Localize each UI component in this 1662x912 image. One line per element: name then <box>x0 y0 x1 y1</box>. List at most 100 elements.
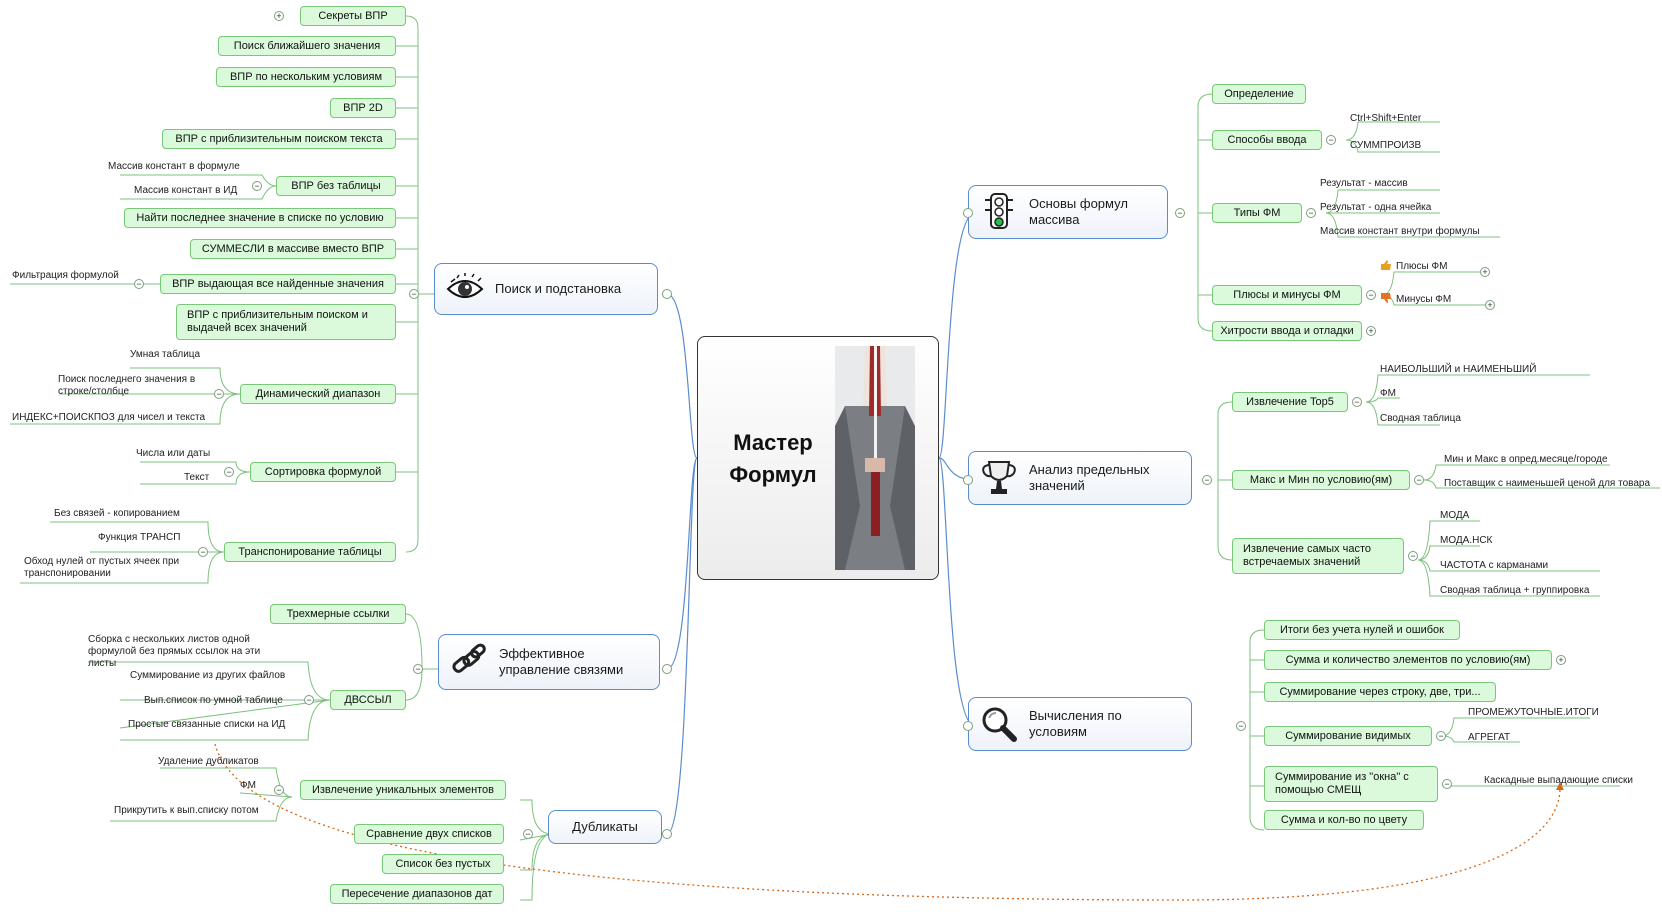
topic-approx-all[interactable]: ВПР с приблизительным поиском и выдачей … <box>176 304 396 340</box>
topic-transpose[interactable]: Транспонирование таблицы <box>224 542 396 562</box>
collapse-toggle[interactable]: − <box>1326 135 1336 145</box>
collapse-toggle[interactable]: − <box>1202 475 1212 485</box>
topic-last[interactable]: Найти последнее значение в списке по усл… <box>124 208 396 228</box>
collapse-toggle[interactable]: − <box>198 547 208 557</box>
leaf[interactable]: МОДА <box>1440 510 1470 521</box>
topic-approx[interactable]: ВПР с приблизительным поиском текста <box>162 129 396 149</box>
topic-visible[interactable]: Суммирование видимых <box>1264 726 1432 746</box>
leaf[interactable]: Мин и Макс в опред.месяце/городе <box>1444 454 1608 465</box>
leaf[interactable]: ФМ <box>1380 388 1396 399</box>
central-topic[interactable]: Мастер Формул <box>697 336 939 580</box>
leaf[interactable]: Функция ТРАНСП <box>98 532 181 543</box>
leaf[interactable]: Удаление дубликатов <box>158 756 259 767</box>
leaf[interactable]: Плюсы ФМ <box>1396 261 1448 272</box>
topic-pros[interactable]: Плюсы и минусы ФМ <box>1212 285 1362 305</box>
topic-window[interactable]: Суммирование из "окна" с помощью СМЕЩ <box>1264 766 1438 802</box>
leaf[interactable]: ФМ <box>240 780 256 791</box>
leaf[interactable]: Прикрутить к вып.списку потом <box>114 805 259 816</box>
topic-noblanks[interactable]: Список без пустых <box>382 854 504 874</box>
expand-toggle[interactable]: + <box>274 11 284 21</box>
leaf[interactable]: Числа или даты <box>136 448 211 459</box>
leaf[interactable]: Сводная таблица + группировка <box>1440 585 1590 596</box>
collapse-toggle[interactable]: − <box>1408 551 1418 561</box>
topic-vpr2d[interactable]: ВПР 2D <box>330 98 396 118</box>
leaf[interactable]: Массив констант внутри формулы <box>1320 226 1480 237</box>
collapse-toggle[interactable]: − <box>523 829 533 839</box>
leaf[interactable]: Поставщик с наименьшей ценой для товара <box>1444 478 1651 489</box>
topic-indirect[interactable]: ДВССЫЛ <box>330 690 406 710</box>
leaf[interactable]: Сборка с нескольких листов одной формуло… <box>88 634 261 669</box>
branch-calc[interactable]: Вычисления по условиям <box>968 697 1192 751</box>
collapse-toggle[interactable]: − <box>413 664 423 674</box>
leaf[interactable]: ПРОМЕЖУТОЧНЫЕ.ИТОГИ <box>1468 707 1599 718</box>
expand-toggle[interactable]: + <box>1480 267 1490 277</box>
collapse-toggle[interactable]: − <box>1414 475 1424 485</box>
topic-intersect[interactable]: Пересечение диапазонов дат <box>330 884 504 904</box>
topic-sort[interactable]: Сортировка формулой <box>250 462 396 482</box>
leaf[interactable]: Массив констант в ИД <box>134 185 238 196</box>
topic-all[interactable]: ВПР выдающая все найденные значения <box>160 274 396 294</box>
collapse-toggle[interactable]: − <box>1366 290 1376 300</box>
leaf[interactable]: ИНДЕКС+ПОИСКПОЗ для чисел и текста <box>12 412 206 423</box>
branch-basics[interactable]: Основы формул массива <box>968 185 1168 239</box>
leaf[interactable]: АГРЕГАТ <box>1468 732 1511 743</box>
topic-maxmin[interactable]: Макс и Мин по условию(ям) <box>1232 470 1410 490</box>
topic-dyn[interactable]: Динамический диапазон <box>240 384 396 404</box>
leaf[interactable]: Простые связанные списки на ИД <box>128 719 286 730</box>
collapse-toggle[interactable]: − <box>1175 208 1185 218</box>
topic-compare[interactable]: Сравнение двух списков <box>354 824 504 844</box>
collapse-toggle[interactable]: − <box>214 389 224 399</box>
branch-analysis[interactable]: Анализ предельных значений <box>968 451 1192 505</box>
collapse-toggle[interactable]: − <box>1436 731 1446 741</box>
topic-multi[interactable]: ВПР по нескольким условиям <box>216 67 396 87</box>
collapse-toggle[interactable]: − <box>252 181 262 191</box>
topic-nearest[interactable]: Поиск ближайшего значения <box>218 36 396 56</box>
leaf[interactable]: Поиск последнего значения в строке/столб… <box>58 374 196 397</box>
topic-unique[interactable]: Извлечение уникальных элементов <box>300 780 506 800</box>
expand-toggle[interactable]: + <box>1485 300 1495 310</box>
topic-notable[interactable]: ВПР без таблицы <box>276 176 396 196</box>
expand-toggle[interactable]: + <box>1556 655 1566 665</box>
leaf[interactable]: МОДА.НСК <box>1440 535 1493 546</box>
collapse-toggle[interactable]: − <box>1352 397 1362 407</box>
collapse-toggle[interactable]: − <box>134 279 144 289</box>
topic-tricks[interactable]: Хитрости ввода и отладки <box>1212 321 1362 341</box>
branch-links[interactable]: Эффективное управление связями <box>438 634 660 690</box>
leaf[interactable]: Вып.список по умной таблице <box>144 695 283 706</box>
leaf[interactable]: Результат - массив <box>1320 178 1408 189</box>
leaf[interactable]: НАИБОЛЬШИЙ и НАИМЕНЬШИЙ <box>1380 364 1537 375</box>
collapse-toggle[interactable]: − <box>224 467 234 477</box>
leaf[interactable]: Обход нулей от пустых ячеек при транспон… <box>24 556 180 579</box>
topic-totals[interactable]: Итоги без учета нулей и ошибок <box>1264 620 1460 640</box>
collapse-toggle[interactable]: − <box>409 289 419 299</box>
branch-dupes[interactable]: Дубликаты <box>548 810 662 844</box>
topic-def[interactable]: Определение <box>1212 84 1306 104</box>
leaf[interactable]: ЧАСТОТА с карманами <box>1440 560 1549 571</box>
leaf[interactable]: Массив констант в формуле <box>108 161 240 172</box>
topic-types[interactable]: Типы ФМ <box>1212 203 1302 223</box>
collapse-toggle[interactable]: − <box>1306 208 1316 218</box>
expand-toggle[interactable]: + <box>1366 326 1376 336</box>
leaf[interactable]: Фильтрация формулой <box>12 270 119 281</box>
leaf[interactable]: Сводная таблица <box>1380 413 1461 424</box>
topic-sumcount[interactable]: Сумма и количество элементов по условию(… <box>1264 650 1552 670</box>
topic-skip[interactable]: Суммирование через строку, две, три... <box>1264 682 1496 702</box>
collapse-toggle[interactable]: − <box>1236 721 1246 731</box>
leaf[interactable]: Умная таблица <box>130 349 201 360</box>
topic-input[interactable]: Способы ввода <box>1212 130 1322 150</box>
topic-color[interactable]: Сумма и кол-во по цвету <box>1264 810 1424 830</box>
leaf[interactable]: Текст <box>184 472 210 483</box>
topic-freq[interactable]: Извлечение самых часто встречаемых значе… <box>1232 538 1404 574</box>
leaf[interactable]: Результат - одна ячейка <box>1320 202 1432 213</box>
leaf[interactable]: СУММПРОИЗВ <box>1350 140 1422 151</box>
leaf[interactable]: Ctrl+Shift+Enter <box>1350 113 1422 124</box>
collapse-toggle[interactable]: − <box>304 695 314 705</box>
leaf[interactable]: Суммирование из других файлов <box>130 670 286 681</box>
leaf[interactable]: Каскадные выпадающие списки <box>1484 775 1633 786</box>
topic-top5[interactable]: Извлечение Top5 <box>1232 392 1348 412</box>
branch-search[interactable]: Поиск и подстановка <box>434 263 658 315</box>
topic-secrets[interactable]: Секреты ВПР <box>300 6 406 26</box>
leaf[interactable]: Без связей - копированием <box>54 508 180 519</box>
topic-3d[interactable]: Трехмерные ссылки <box>270 604 406 624</box>
leaf[interactable]: Минусы ФМ <box>1396 294 1452 305</box>
